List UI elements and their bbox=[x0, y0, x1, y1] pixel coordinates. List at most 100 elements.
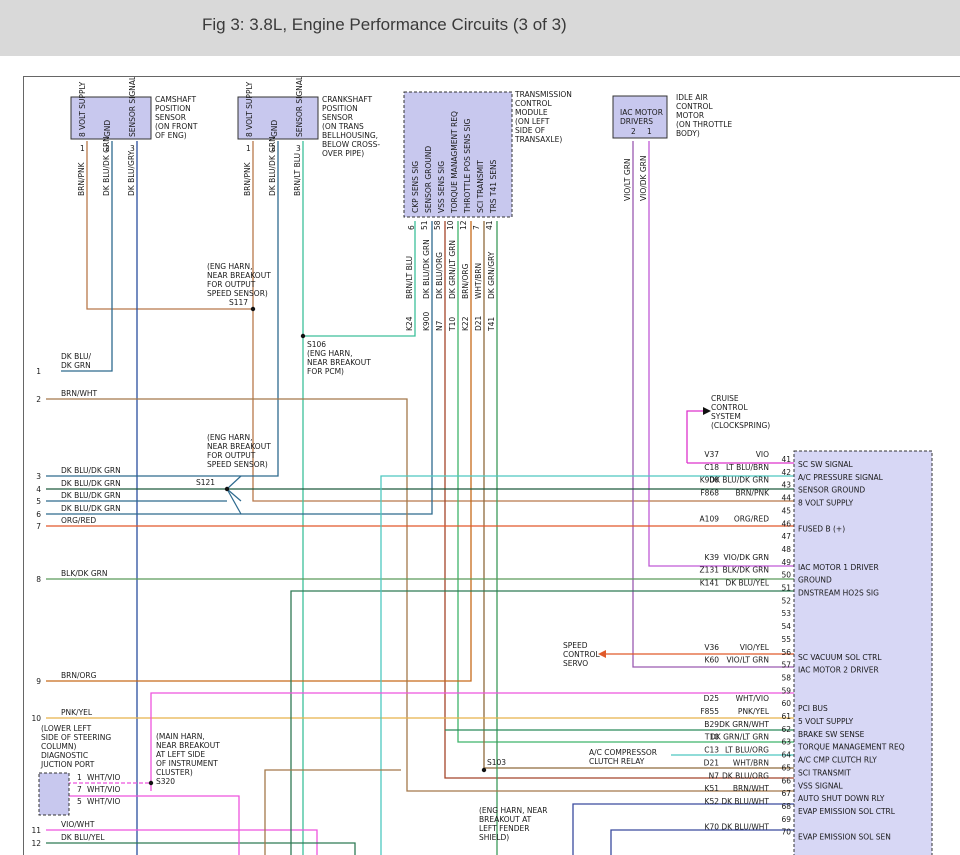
s117-label: NEAR BREAKOUT bbox=[207, 271, 271, 280]
s320-label: (MAIN HARN, bbox=[156, 732, 205, 741]
pcm-pin-function: GROUND bbox=[798, 576, 832, 585]
iac-pin-number: 2 bbox=[631, 127, 636, 136]
figure-header: Fig 3: 3.8L, Engine Performance Circuits… bbox=[0, 0, 960, 56]
s320-label: CLUSTER) bbox=[156, 768, 193, 777]
wire-crank-dk-blu-dk-grn bbox=[227, 141, 279, 477]
s121-dot bbox=[224, 486, 230, 492]
wire-v37 bbox=[686, 410, 703, 463]
left-wire-number: 4 bbox=[36, 485, 41, 494]
pcm-wire-color: WHT/VIO bbox=[736, 694, 770, 703]
pcm-circuit: T10 bbox=[704, 733, 719, 742]
diag-pin-number: 5 bbox=[77, 797, 82, 806]
pcm-circuit: C13 bbox=[704, 746, 719, 755]
tcm-pin-label: TORQUE MANAGMENT REQ bbox=[450, 111, 459, 214]
s121-label: (ENG HARN, bbox=[207, 433, 252, 442]
pcm-pin-number: 51 bbox=[781, 584, 791, 593]
speed-control-servo-label: SPEED bbox=[563, 641, 588, 650]
crank-pin-number: 2 bbox=[271, 144, 276, 153]
left-wire-number: 9 bbox=[36, 677, 41, 686]
tcm-label: TRANSAXLE) bbox=[514, 135, 562, 144]
pcm-wire-color: VIO bbox=[756, 450, 769, 459]
pcm-pin-number: 56 bbox=[781, 648, 791, 657]
pcm-wire-color: DK BLU/WHT bbox=[721, 823, 769, 832]
cam-pin-label: 8 VOLT SUPPLY bbox=[78, 81, 87, 137]
wire-d25 bbox=[150, 692, 794, 791]
s121-fan bbox=[226, 475, 242, 490]
s121-label: SPEED SENSOR) bbox=[207, 460, 268, 469]
tcm-circuit-label: K900 bbox=[422, 312, 431, 331]
diag-port-label: SIDE OF STEERING bbox=[41, 733, 111, 742]
pcm-wire-color: BRN/WHT bbox=[733, 784, 770, 793]
cam-label: (ON FRONT bbox=[155, 122, 198, 131]
tcm-wire-label: DK BLU/ORG bbox=[435, 252, 444, 299]
tcm-wire-label: BRN/LT BLU bbox=[405, 256, 414, 299]
pcm-pin-function: IAC MOTOR 1 DRIVER bbox=[798, 563, 879, 572]
pcm-pin-function: SC SW SIGNAL bbox=[798, 460, 853, 469]
pcm-wire-color: VIO/LT GRN bbox=[726, 656, 769, 665]
pcm-wire-color: DK BLU/DK GRN bbox=[709, 476, 769, 485]
pcm-circuit: K900 bbox=[700, 476, 719, 485]
s117-label: (ENG HARN, bbox=[207, 262, 252, 271]
cam-pin-number: 2 bbox=[105, 144, 110, 153]
pcm-pin-number: 65 bbox=[781, 763, 791, 772]
tcm-pin-label: SCI TRANSMIT bbox=[476, 160, 485, 213]
diag-port-label: (LOWER LEFT bbox=[41, 724, 92, 733]
tcm-circuit-label: K24 bbox=[405, 316, 414, 331]
left-wire-label: ORG/RED bbox=[61, 516, 96, 525]
pcm-pin-number: 47 bbox=[781, 532, 791, 541]
wire-11-vio-wht bbox=[46, 829, 318, 855]
iac-label: CONTROL bbox=[676, 102, 713, 111]
s103-label: BREAKOUT AT bbox=[479, 815, 532, 824]
crank-pin-number: 1 bbox=[246, 144, 251, 153]
pcm-pin-number: 68 bbox=[781, 802, 791, 811]
crank-label: BELOW CROSS- bbox=[322, 140, 380, 149]
tcm-pin-number: 7 bbox=[472, 225, 481, 230]
diag-pin-number: 1 bbox=[77, 773, 82, 782]
cam-wire-label: DK BLU/DK GRN bbox=[102, 136, 111, 196]
iac-name: IAC MOTOR bbox=[620, 108, 663, 117]
pcm-pin-function: SC VACUUM SOL CTRL bbox=[798, 653, 882, 662]
left-wire-label: BRN/ORG bbox=[61, 671, 97, 680]
pcm-circuit: Z131 bbox=[700, 566, 720, 575]
iac-label: MOTOR bbox=[676, 111, 704, 120]
iac-label: (ON THROTTLE bbox=[676, 120, 732, 129]
pcm-pin-number: 52 bbox=[781, 596, 791, 605]
pcm-pin-function: 5 VOLT SUPPLY bbox=[798, 717, 854, 726]
pcm-pin-function: PCI BUS bbox=[798, 704, 828, 713]
wire-12-dk-blu-yel bbox=[46, 842, 356, 855]
iac-wire-label: VIO/LT GRN bbox=[623, 158, 632, 201]
wire-k52 bbox=[572, 803, 794, 855]
diag-pin-wire: WHT/VIO bbox=[87, 785, 121, 794]
crankshaft-sensor-box bbox=[237, 96, 319, 140]
s320-label: NEAR BREAKOUT bbox=[156, 741, 220, 750]
tcm-circuit-label: T41 bbox=[487, 317, 496, 332]
pcm-circuit: V36 bbox=[704, 643, 719, 652]
arrow-cruise bbox=[703, 407, 711, 415]
crank-label: BELLHOUSING, bbox=[322, 131, 378, 140]
left-wire-label: DK BLU/DK GRN bbox=[61, 479, 121, 488]
crank-label: POSITION bbox=[322, 104, 358, 113]
crank-pin-number: 3 bbox=[296, 144, 301, 153]
left-wire-label: BRN/WHT bbox=[61, 389, 98, 398]
cam-pin-label: SENSOR SIGNAL bbox=[128, 77, 137, 137]
crank-wire-label: BRN/PNK bbox=[243, 161, 252, 196]
left-wire-label: PNK/YEL bbox=[61, 708, 93, 717]
crank-label: OVER PIPE) bbox=[322, 149, 364, 158]
pcm-circuit: K52 bbox=[705, 797, 720, 806]
pcm-circuit: K60 bbox=[705, 656, 720, 665]
pcm-pin-number: 45 bbox=[781, 506, 791, 515]
s117-dot bbox=[250, 306, 256, 312]
pcm-pin-function: 8 VOLT SUPPLY bbox=[798, 499, 854, 508]
tcm-pin-number: 41 bbox=[485, 220, 494, 230]
diag-pin-number: 7 bbox=[77, 785, 82, 794]
crank-wire-label: BRN/LT BLU bbox=[293, 153, 302, 196]
pcm-wire-color: DK BLU/ORG bbox=[722, 771, 769, 780]
pcm-pin-function: IAC MOTOR 2 DRIVER bbox=[798, 666, 879, 675]
s103-label: LEFT FENDER bbox=[479, 824, 529, 833]
cruise-control-label: (CLOCKSPRING) bbox=[711, 421, 770, 430]
cam-label: CAMSHAFT bbox=[155, 95, 197, 104]
pcm-pin-function: VSS SIGNAL bbox=[798, 781, 844, 790]
wire-iac-k39 bbox=[648, 141, 794, 567]
